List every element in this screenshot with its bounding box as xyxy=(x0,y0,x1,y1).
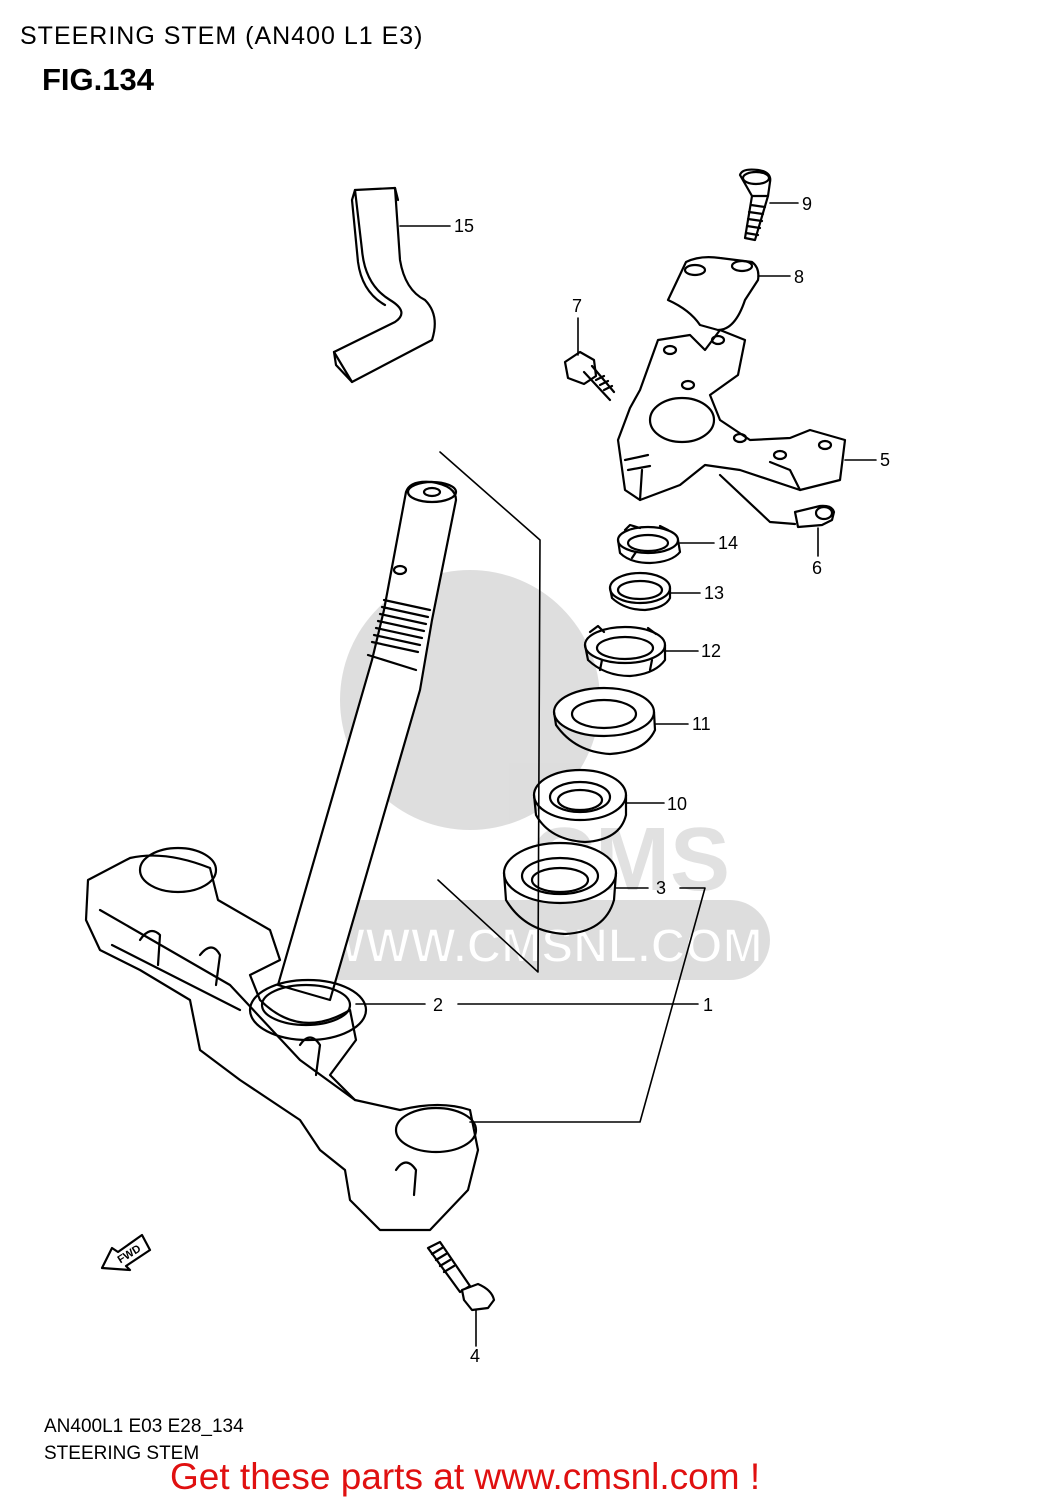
part-15-guide xyxy=(332,186,436,384)
callout-4: 4 xyxy=(470,1346,480,1366)
callout-6: 6 xyxy=(812,558,822,578)
callout-11: 11 xyxy=(692,714,711,734)
part-8-clamp xyxy=(666,256,760,332)
diagram-name: STEERING STEM xyxy=(44,1443,200,1464)
callout-12: 12 xyxy=(701,641,721,661)
part-5-upper-bracket xyxy=(616,328,847,526)
callout-8: 8 xyxy=(794,267,804,287)
part-11-seal xyxy=(552,686,657,756)
part-1-steering-stem xyxy=(276,480,458,1002)
callout-9: 9 xyxy=(802,194,812,214)
part-6-bolt xyxy=(793,504,836,529)
callout-3: 3 xyxy=(656,878,666,898)
callout-5: 5 xyxy=(880,450,890,470)
part-9-bolt xyxy=(738,168,772,242)
callout-10: 10 xyxy=(667,794,687,814)
callout-7: 7 xyxy=(572,296,582,316)
part-3-bearing xyxy=(502,841,618,936)
part-13-ring xyxy=(608,571,672,612)
diagram-code: AN400L1 E03 E28_134 xyxy=(44,1416,244,1437)
callout-2: 2 xyxy=(433,995,443,1015)
watermark-band xyxy=(300,900,770,980)
fwd-arrow-icon xyxy=(100,1233,152,1272)
part-10-bearing xyxy=(532,768,628,844)
figure-number: FIG.134 xyxy=(42,62,154,97)
diagram-title: STEERING STEM (AN400 L1 E3) xyxy=(20,22,424,50)
alignment-line xyxy=(437,451,541,973)
part-4-bolt xyxy=(426,1240,496,1312)
part-1-lower-bracket xyxy=(84,846,480,1232)
watermark-url: WWW.CMSNL.COM xyxy=(320,920,763,973)
callout-15: 15 xyxy=(454,216,474,236)
part-14-lock-washer xyxy=(616,523,682,565)
part-12-nut xyxy=(583,624,667,678)
leader-lines xyxy=(355,202,877,1347)
promo-link[interactable]: Get these parts at www.cmsnl.com ! xyxy=(170,1456,761,1497)
callout-13: 13 xyxy=(704,583,724,603)
callout-14: 14 xyxy=(718,533,738,553)
callouts: 15 9 8 7 5 6 14 13 12 11 10 3 2 1 4 xyxy=(433,194,890,1366)
callout-1: 1 xyxy=(703,995,713,1015)
part-7-bolt xyxy=(563,350,616,402)
